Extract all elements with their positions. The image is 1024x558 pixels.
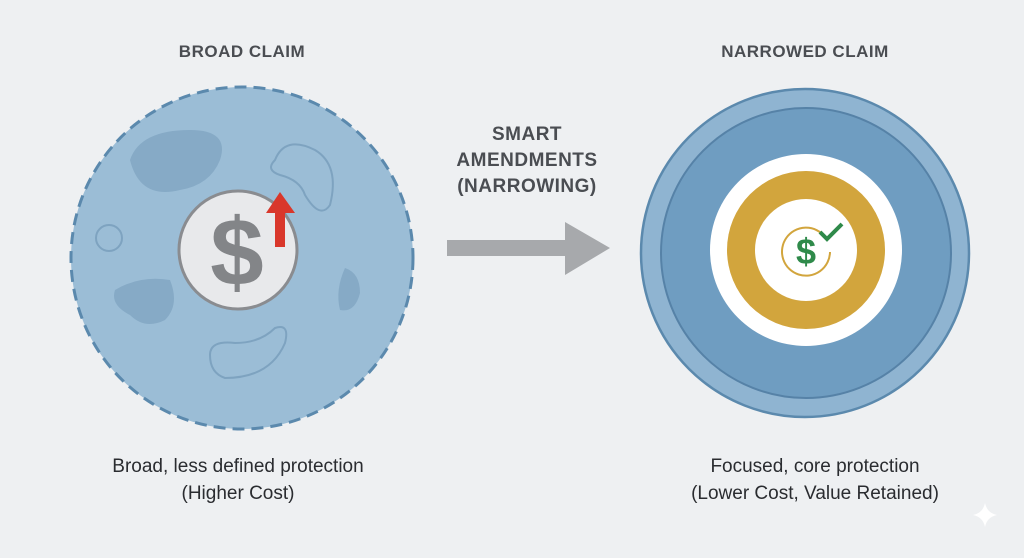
arrow-right-icon: [447, 222, 610, 275]
narrowed-claim-caption: Focused, core protection (Lower Cost, Va…: [640, 453, 990, 507]
broad-caption-line2: (Higher Cost): [68, 480, 408, 507]
broad-claim-caption: Broad, less defined protection (Higher C…: [68, 453, 408, 507]
broad-caption-line1: Broad, less defined protection: [68, 453, 408, 480]
svg-text:$: $: [796, 231, 816, 272]
narrowed-caption-line1: Focused, core protection: [640, 453, 990, 480]
dollar-up-arrow-icon: $: [179, 191, 297, 309]
narrowed-caption-line2: (Lower Cost, Value Retained): [640, 480, 990, 507]
svg-text:$: $: [210, 199, 263, 306]
